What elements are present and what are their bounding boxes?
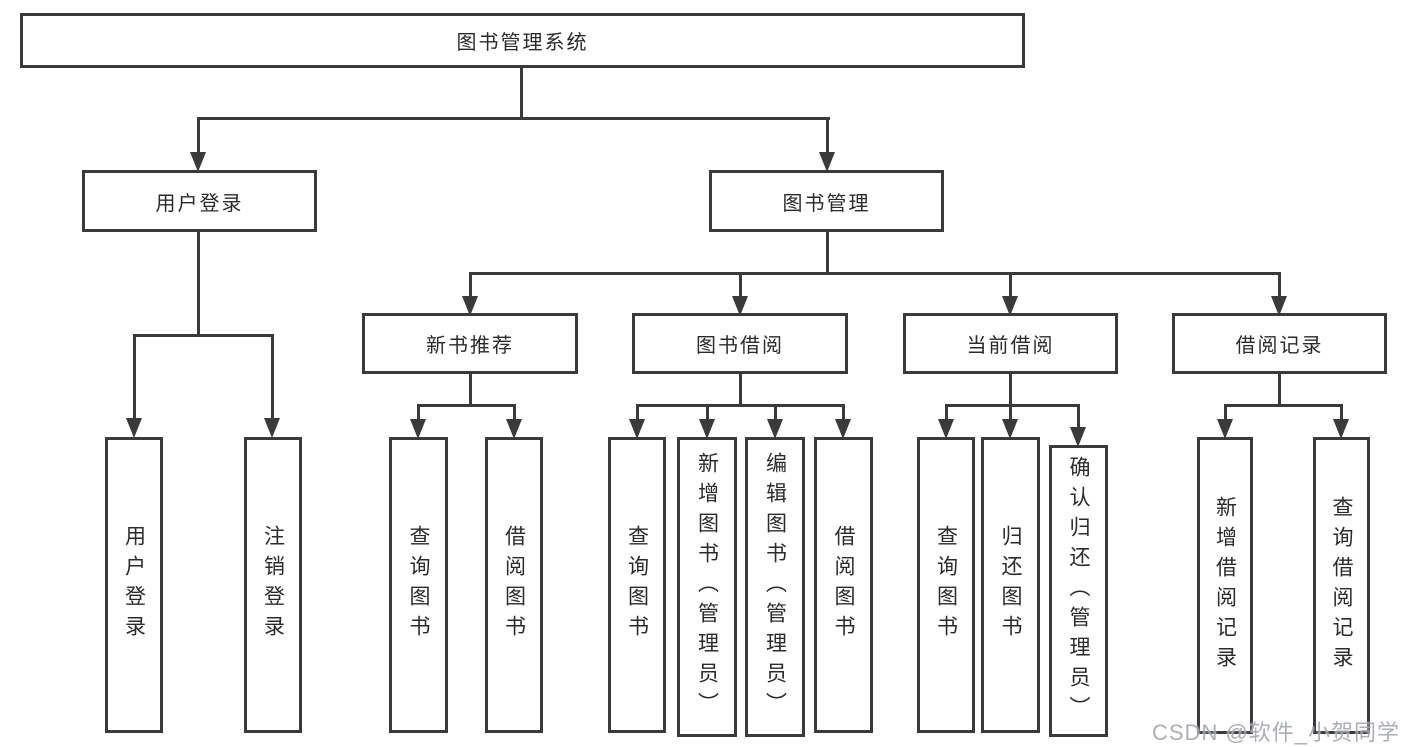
node-borrow-records: 借阅记录 [1172,313,1387,374]
edge-to-borrow-records [1278,272,1281,298]
node-book-management: 图书管理 [709,170,944,232]
node-leaf-query-books: 查询图书 [608,437,666,733]
arrow-down-icon [938,419,954,439]
arrow-down-icon [264,418,280,438]
edge-to-user-login [197,117,200,157]
edge-leaf [1340,404,1343,422]
edge-book-management-rail [469,272,1281,275]
edge-borrow-records-rail [1224,404,1343,407]
edge-borrow-records-stem [1278,371,1281,407]
node-library-management-system: 图书管理系统 [20,13,1025,68]
arrow-down-icon [1333,419,1349,439]
arrow-down-icon [835,419,851,439]
arrow-down-icon [1002,419,1018,439]
edge-leaf [774,404,777,422]
node-user-login: 用户登录 [82,170,317,232]
edge-leaf [636,404,639,422]
edge-leaf [417,404,420,422]
edge-book-management-stem [826,229,829,275]
edge-to-book-borrow [739,272,742,298]
edge-to-leaf-logout [271,334,274,420]
edge-to-book-management [826,117,829,157]
csdn-watermark: CSDN @软件_小贺同学 [1152,720,1401,745]
node-leaf-query-books: 查询图书 [917,437,975,733]
arrow-down-icon [1070,427,1086,447]
arrow-down-icon [819,152,835,172]
edge-new-book-recommend-stem [469,371,472,407]
arrow-down-icon [1217,419,1233,439]
edge-user-login-stem [197,229,200,337]
node-leaf-logout: 注销登录 [244,437,302,733]
edge-leaf [1224,404,1227,422]
arrow-down-icon [190,152,206,172]
edge-root-rail [198,117,830,120]
node-leaf-return-books: 归还图书 [981,437,1040,733]
node-current-borrow: 当前借阅 [903,313,1118,374]
arrow-down-icon [506,419,522,439]
arrow-down-icon [629,419,645,439]
node-leaf-add-borrow-record: 新增借阅记录 [1197,437,1253,734]
node-new-book-recommend: 新书推荐 [362,313,578,374]
node-leaf-confirm-return-admin: 确认归还（管理员） [1049,445,1108,737]
node-leaf-borrow-books: 借阅图书 [485,437,543,733]
edge-current-borrow-rail [945,404,1080,407]
arrow-down-icon [732,296,748,316]
edge-leaf [842,404,845,422]
arrow-down-icon [767,419,783,439]
edge-to-leaf-login [133,334,136,420]
arrow-down-icon [1271,296,1287,316]
edge-user-login-rail [133,334,274,337]
node-book-borrow: 图书借阅 [632,313,848,374]
arrow-down-icon [699,419,715,439]
edge-leaf [945,404,948,422]
node-leaf-borrow-books: 借阅图书 [814,437,873,733]
edge-new-book-recommend-rail [417,404,516,407]
node-leaf-query-books: 查询图书 [389,437,448,733]
edge-leaf [706,404,709,422]
edge-root-stem [520,66,523,120]
arrow-down-icon [1002,296,1018,316]
arrow-down-icon [462,296,478,316]
node-leaf-query-borrow-record: 查询借阅记录 [1313,437,1370,734]
node-leaf-user-login: 用户登录 [105,437,163,733]
edge-book-borrow-stem [739,371,742,407]
edge-book-borrow-rail [636,404,845,407]
edge-leaf [1009,404,1012,422]
edge-current-borrow-stem [1009,371,1012,407]
edge-leaf [513,404,516,422]
edge-to-current-borrow [1009,272,1012,298]
arrow-down-icon [410,419,426,439]
edge-leaf [1077,404,1080,430]
edge-to-new-book-recommend [469,272,472,298]
arrow-down-icon [126,418,142,438]
node-leaf-edit-books-admin: 编辑图书（管理员） [745,437,805,737]
node-leaf-add-books-admin: 新增图书（管理员） [677,437,737,737]
